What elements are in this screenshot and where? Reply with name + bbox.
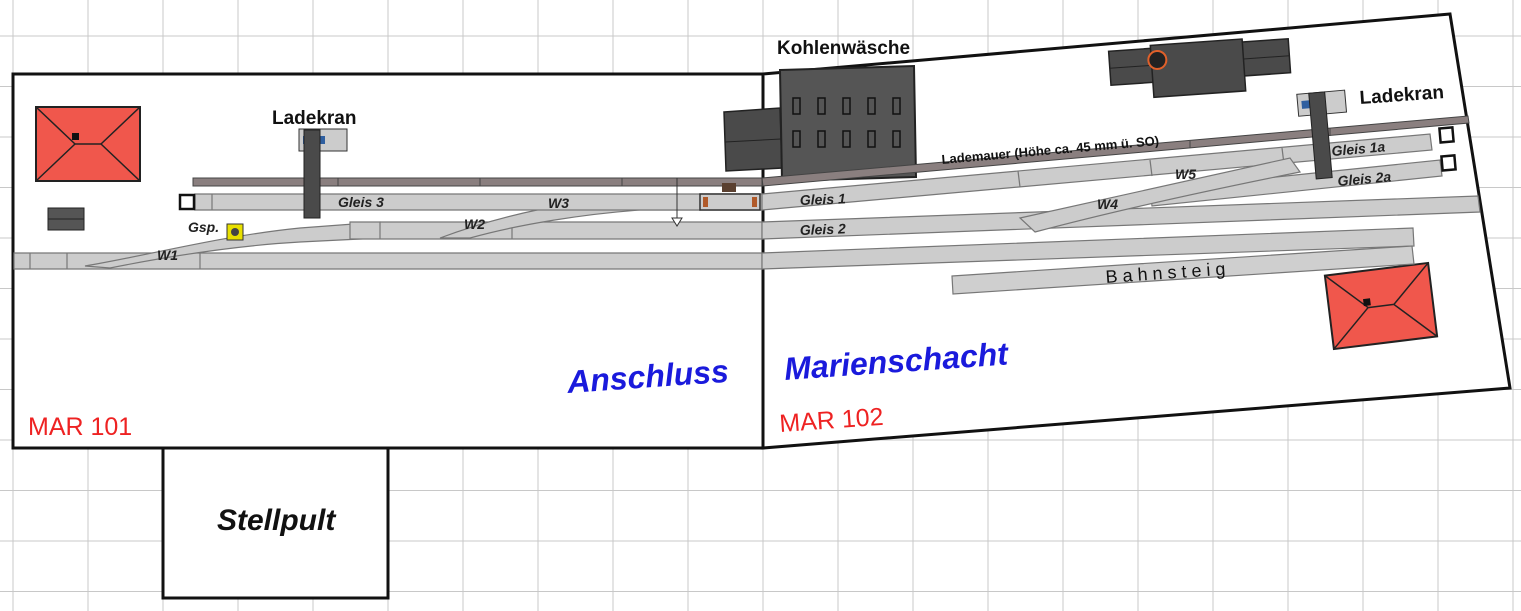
label-gleis-1: Gleis 1 — [800, 190, 847, 208]
building-window — [817, 130, 826, 148]
small-shed — [47, 207, 85, 231]
track-gleis-2 — [349, 221, 763, 240]
label-w3: W3 — [548, 195, 569, 211]
signal-gsp — [226, 223, 244, 241]
tracks — [13, 133, 1481, 295]
house-left — [35, 106, 141, 182]
hopper-wagon — [671, 178, 761, 227]
label-w5: W5 — [1175, 166, 1196, 182]
label-gleis-2a: Gleis 2a — [1337, 168, 1392, 189]
track-gleis-1 — [761, 133, 1433, 211]
lademauer — [192, 115, 1470, 187]
label-kohlenwaesche: Kohlenwäsche — [777, 38, 910, 59]
building-kohlenwaesche — [723, 64, 918, 183]
building-window — [842, 97, 851, 115]
house-right — [1323, 261, 1439, 351]
label-gleis-2: Gleis 2 — [800, 220, 847, 238]
buffer-stops — [178, 126, 1457, 211]
building-top-right — [1107, 37, 1292, 99]
label-w4: W4 — [1097, 196, 1118, 212]
label-gsp: Gsp. — [188, 219, 219, 235]
building-window — [792, 97, 801, 115]
stellpult-box — [161, 446, 390, 600]
building-window — [842, 130, 851, 148]
label-gleis-1a: Gleis 1a — [1331, 138, 1386, 159]
track-w4-w5 — [1018, 157, 1302, 233]
label-w1: W1 — [157, 247, 178, 263]
building-window — [792, 130, 801, 148]
label-w2: W2 — [464, 216, 485, 232]
label-mar101: MAR 101 — [28, 413, 132, 441]
building-window — [817, 97, 826, 115]
ladekran-left — [298, 128, 348, 219]
building-window — [867, 130, 876, 148]
label-stellpult: Stellpult — [217, 504, 337, 537]
label-gleis-3: Gleis 3 — [338, 194, 384, 210]
building-window — [867, 97, 876, 115]
building-window — [892, 130, 901, 148]
bahnsteig-platform — [951, 245, 1415, 295]
building-window — [892, 97, 901, 115]
label-ladekran-left: Ladekran — [272, 108, 356, 129]
ladekran-right — [1296, 89, 1348, 180]
